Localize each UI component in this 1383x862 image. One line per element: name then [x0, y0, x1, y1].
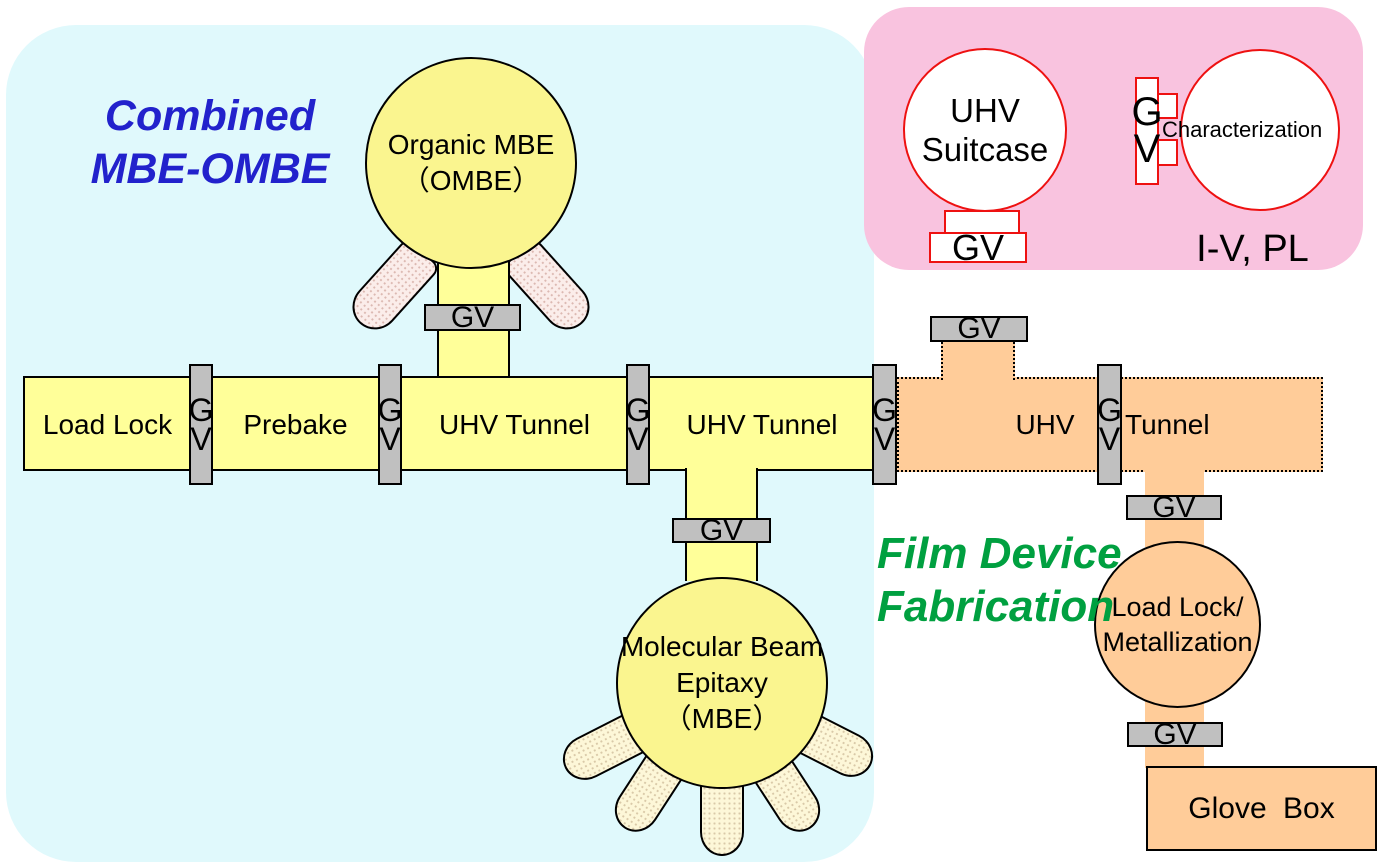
mbe-label-line1: Molecular Beam — [620, 631, 824, 662]
ombe-label-line1: Organic MBE — [387, 129, 555, 160]
gate-valve-label: GV — [1152, 490, 1196, 524]
film-tunnel-top-stub — [941, 342, 1015, 380]
gate-valve-letter-v: V — [1098, 420, 1121, 457]
film-device-heading: Film Device Fabrication — [877, 527, 1207, 633]
gate-valve-right-upper: GV — [1126, 490, 1222, 524]
iv-pl-label: I-V, PL — [1196, 228, 1309, 270]
combined-heading: Combined MBE-OMBE — [55, 90, 365, 196]
loadlock-metal-line1: Load Lock/ — [1111, 591, 1244, 622]
gate-valve-letter-v: V — [190, 420, 212, 457]
uhv-suitcase-line2: Suitcase — [921, 131, 1049, 168]
loadlock-metallization-chamber: Load Lock/ Metallization — [1094, 541, 1261, 708]
tunnel-section-uhv-1: UHV Tunnel — [439, 409, 590, 440]
gate-valve-letter-g: G — [188, 392, 214, 429]
film-device-heading-line1: Film Device — [877, 529, 1122, 578]
gate-valve-label: GV — [951, 226, 1004, 268]
gate-valve-ombe: GV — [424, 300, 521, 334]
gate-valve-4: G V — [872, 364, 897, 485]
glove-box-label: Glove Box — [1188, 791, 1335, 825]
uhv-suitcase-line1: UHV — [950, 92, 1020, 129]
gate-valve-letter-v: V — [379, 420, 401, 457]
tunnel-section-prebake: Prebake — [243, 409, 348, 440]
main-tunnel — [23, 376, 885, 471]
gate-valve-5: G V — [1097, 364, 1122, 485]
gate-valve-3: G V — [626, 364, 650, 485]
characterization-label: Characterization — [1162, 117, 1323, 142]
mbe-chamber: Molecular Beam Epitaxy （MBE） — [616, 577, 828, 789]
gate-valve-mbe: GV — [672, 513, 771, 547]
ombe-label-line2: （OMBE） — [401, 165, 541, 196]
loadlock-metal-line2: Metallization — [1102, 626, 1253, 657]
tunnel-section-uhv-2: UHV Tunnel — [686, 409, 838, 440]
glove-box: Glove Box — [1146, 766, 1377, 851]
gate-valve-letter-g: G — [1097, 392, 1122, 429]
uhv-suitcase-chamber: UHV Suitcase — [903, 48, 1067, 212]
gate-valve-letter-v: V — [1133, 127, 1161, 171]
gate-valve-suitcase: GV — [929, 227, 1027, 268]
gate-valve-letter-g: G — [1131, 90, 1163, 135]
gate-valve-2: G V — [378, 364, 402, 485]
combined-heading-line1: Combined — [104, 92, 316, 140]
gate-valve-letter-g: G — [377, 392, 403, 429]
gate-valve-letter-g: G — [625, 392, 651, 429]
gate-valve-letter-g: G — [872, 392, 897, 429]
mbe-label-line2: Epitaxy — [676, 667, 768, 698]
gate-valve-label: GV — [1153, 717, 1197, 751]
ombe-chamber: Organic MBE （OMBE） — [365, 57, 577, 269]
film-tunnel-label-uhv: UHV — [1015, 409, 1075, 440]
characterization-chamber — [1180, 49, 1340, 211]
gate-valve-letter-v: V — [873, 420, 896, 457]
gate-valve-label: GV — [699, 513, 744, 547]
gate-valve-label: GV — [957, 312, 1001, 345]
combined-heading-line2: MBE-OMBE — [90, 145, 330, 193]
mbe-label-line3: （MBE） — [663, 703, 781, 734]
gate-valve-characterization: G V — [1131, 77, 1163, 185]
gate-valve-top-stub: GV — [930, 312, 1028, 345]
film-device-heading-line2: Fabrication — [877, 582, 1115, 631]
gate-valve-label: GV — [450, 300, 495, 334]
tunnel-section-load-lock: Load Lock — [42, 409, 173, 440]
gate-valve-right-lower: GV — [1127, 717, 1223, 751]
film-tunnel-label-tunnel: Tunnel — [1125, 409, 1210, 440]
gate-valve-1: G V — [189, 364, 213, 485]
gate-valve-letter-v: V — [627, 420, 649, 457]
